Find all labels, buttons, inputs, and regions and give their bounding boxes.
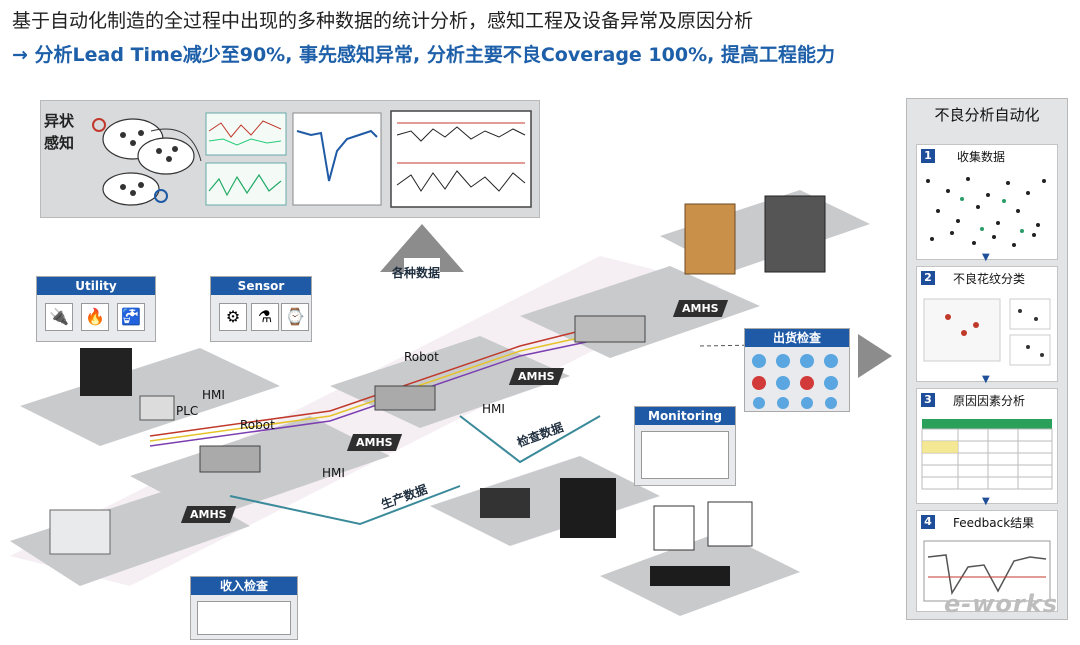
amhs-tag-4: AMHS <box>672 300 728 317</box>
scatter-icon <box>926 177 1046 247</box>
receiving-title: 收入检查 <box>191 577 297 595</box>
robot-station-2 <box>374 385 436 411</box>
plc-label: PLC <box>176 404 199 418</box>
receiving-inspection-box: 收入检查 <box>190 576 298 640</box>
warehouse-shelf <box>684 203 736 275</box>
monitoring-box: Monitoring <box>634 406 736 486</box>
storage-rack <box>764 195 826 273</box>
watermark: e-works <box>944 590 1058 618</box>
shipping-inspection-box: 出货检查 <box>744 328 850 412</box>
step-number: 4 <box>921 515 935 529</box>
fire-icon: 🔥 <box>81 303 109 331</box>
step-label: Feedback结果 <box>953 516 1035 530</box>
truck <box>49 509 111 555</box>
step-label: 收集数据 <box>957 150 1006 164</box>
shipping-title: 出货检查 <box>745 329 849 347</box>
monitoring-screen <box>641 431 729 479</box>
receiving-screen <box>197 601 291 635</box>
sensor-device-icon: ⚗ <box>251 303 279 331</box>
pattern-icon <box>923 298 1051 366</box>
step-arrow: ▼ <box>982 252 990 263</box>
step-number: 2 <box>921 271 935 285</box>
anomaly-marker <box>92 118 106 132</box>
robot-label-1: Robot <box>240 418 275 432</box>
server-rack <box>80 348 132 396</box>
mini-chart <box>205 162 287 206</box>
checklist-icon <box>653 505 695 551</box>
feedback-chart-icon <box>923 540 1051 602</box>
utility-box: Utility 🔌 🔥 🚰 <box>36 276 156 342</box>
spark-plug-icon: 🔌 <box>45 303 73 331</box>
server-rack-2 <box>560 478 616 538</box>
various-data-label: 各种数据 <box>392 266 441 280</box>
step-pattern-classification: 2 不良花纹分类 <box>916 266 1058 382</box>
amhs-tag-3: AMHS <box>508 368 564 385</box>
anomaly-panel <box>40 100 540 218</box>
anomaly-marker <box>154 189 168 203</box>
faucet-icon: 🚰 <box>117 303 145 331</box>
control-chart <box>390 110 532 208</box>
workstation <box>480 488 530 518</box>
up-arrow <box>380 224 464 272</box>
anomaly-graphics <box>92 110 532 208</box>
hmi-label-3: HMI <box>482 402 505 416</box>
sensor-box: Sensor ⚙ ⚗ ⌚ <box>210 276 312 342</box>
cluster-bubble <box>102 172 160 206</box>
step-root-cause: 3 原因因素分析 <box>916 388 1058 504</box>
amhs-tag-1: AMHS <box>180 506 236 523</box>
robot-station <box>199 445 261 473</box>
sensor-title: Sensor <box>211 277 311 295</box>
step-arrow: ▼ <box>982 374 990 385</box>
sensor-icon: ⚙ <box>219 303 247 331</box>
hmi-label-2: HMI <box>322 466 345 480</box>
meter-icon: ⌚ <box>281 303 309 331</box>
cluster-bubble <box>137 137 195 175</box>
step-label: 原因因素分析 <box>953 394 1026 408</box>
table-icon <box>921 419 1053 490</box>
analysis-desk <box>650 566 730 586</box>
floor-monitoring <box>430 456 660 546</box>
hmi-label: HMI <box>202 388 225 402</box>
mini-chart <box>205 112 287 156</box>
step-arrow: ▼ <box>982 496 990 507</box>
robot-label-2: Robot <box>404 350 439 364</box>
right-arrow <box>858 334 892 378</box>
step-number: 1 <box>921 149 935 163</box>
inspection-dots <box>752 354 838 409</box>
chart-icon <box>707 501 753 547</box>
step-feedback: 4 Feedback结果 <box>916 510 1058 612</box>
headline: 基于自动化制造的全过程中出现的多种数据的统计分析，感知工程及设备异常及原因分析 <box>12 10 754 32</box>
utility-title: Utility <box>37 277 155 295</box>
monitoring-title: Monitoring <box>635 407 735 425</box>
signal-chart <box>292 112 382 206</box>
step-label: 不良花纹分类 <box>953 272 1026 286</box>
subheadline: → 分析Lead Time减少至90%, 事先感知异常, 分析主要不良Cover… <box>12 44 835 66</box>
step-number: 3 <box>921 393 935 407</box>
defect-analysis-title: 不良分析自动化 <box>934 106 1040 124</box>
anomaly-label: 异状感知 <box>44 112 75 152</box>
amhs-tag-2: AMHS <box>346 434 402 451</box>
step-collect-data: 1 收集数据 <box>916 144 1058 260</box>
plc-box <box>139 395 175 421</box>
amhs-station <box>574 315 646 343</box>
